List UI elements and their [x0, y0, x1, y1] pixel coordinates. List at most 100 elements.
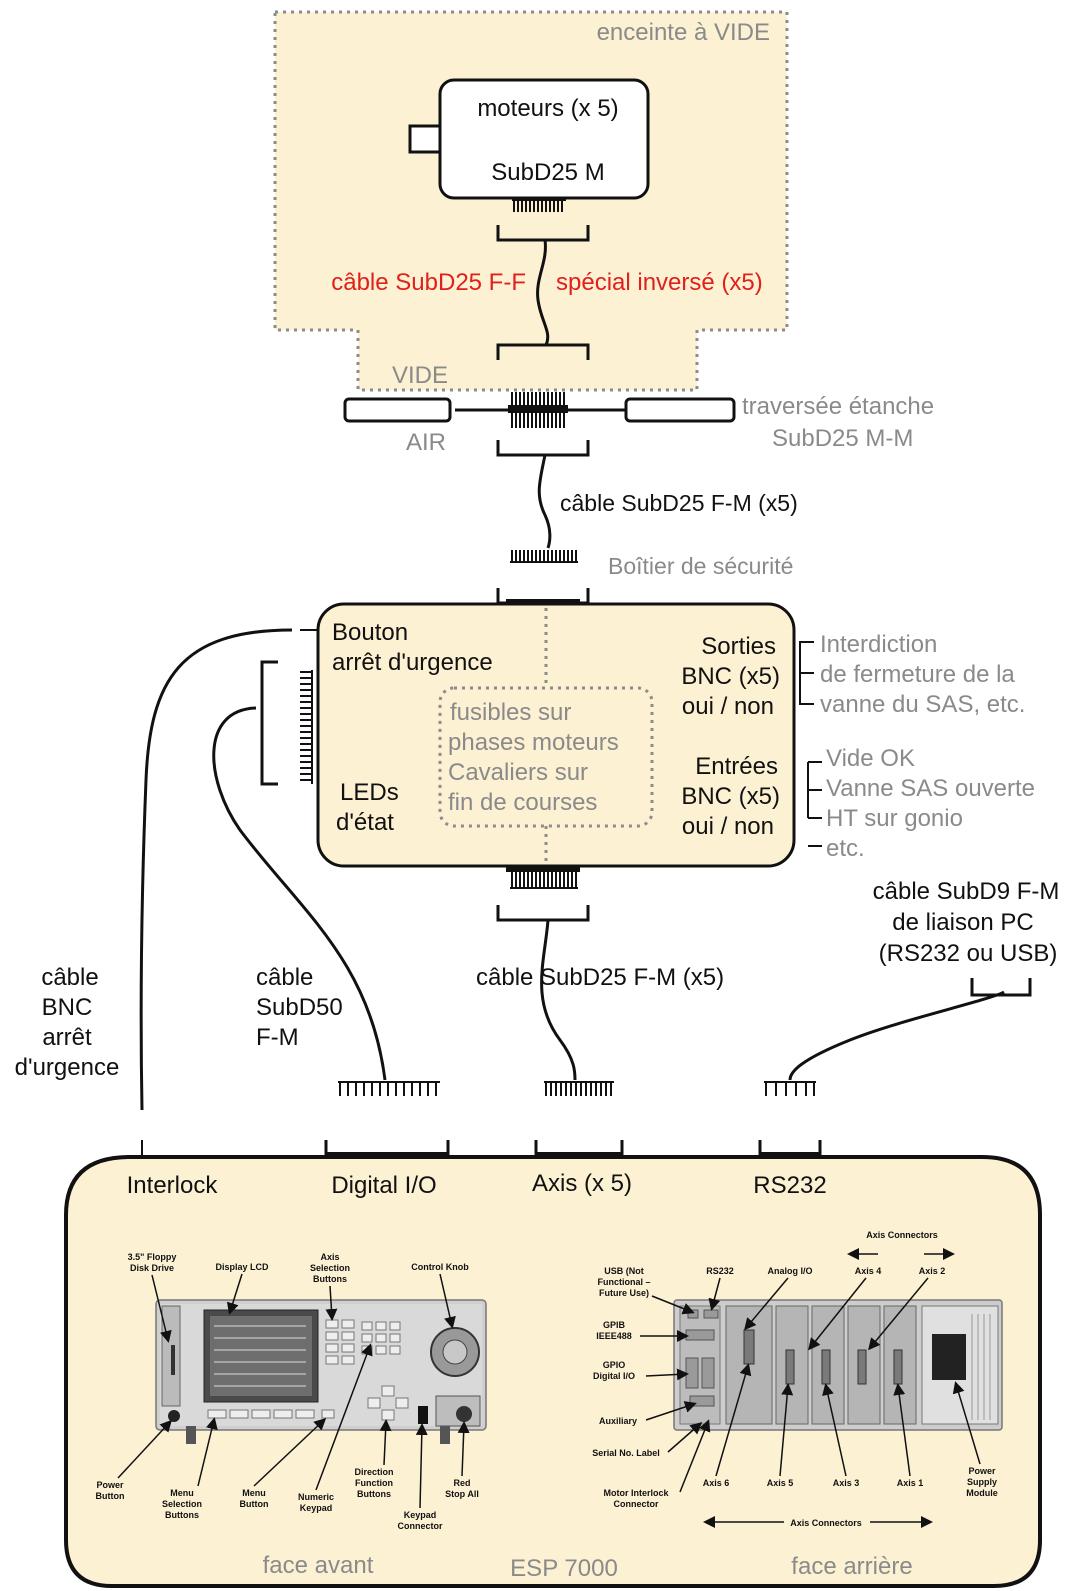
feedthrough: VIDE AIR traversée étanche SubD25 M-M — [343, 362, 934, 457]
rear-power-2: Supply — [967, 1477, 997, 1487]
safety-box-title: Boîtier de sécurité — [608, 553, 793, 579]
power-button — [168, 1410, 180, 1422]
fuses-line-2: phases moteurs — [448, 729, 619, 756]
outputs-desc-3: vanne du SAS, etc. — [820, 691, 1025, 718]
callout-menu-sel-2: Selection — [162, 1499, 202, 1509]
rear-usb-1: USB (Not — [604, 1266, 644, 1276]
controller-panel: Interlock Digital I/O Axis (x 5) RS232 f… — [64, 1140, 1042, 1588]
chamber-title: enceinte à VIDE — [597, 19, 770, 46]
subd50-label-3: F-M — [256, 1024, 299, 1051]
callout-floppy-1: 3.5" Floppy — [128, 1252, 177, 1262]
rear-auxiliary: Auxiliary — [599, 1416, 637, 1426]
rear-analog: Analog I/O — [768, 1266, 813, 1276]
rear-power-3: Module — [966, 1488, 998, 1498]
safety-bottom-socket — [496, 905, 590, 922]
model-label: ESP 7000 — [510, 1555, 618, 1582]
callout-menu-btn-2: Button — [240, 1499, 269, 1509]
feedthrough-label-2: SubD25 M-M — [772, 425, 913, 452]
motor-connector-label: SubD25 M — [491, 159, 604, 186]
port-axis: Axis (x 5) — [532, 1170, 632, 1197]
bnc-label-4: d'urgence — [15, 1054, 120, 1081]
port-rs232: RS232 — [753, 1172, 826, 1199]
cable-subd25-bottom — [540, 919, 577, 1081]
rear-axis3: Axis 3 — [833, 1478, 860, 1488]
front-callouts: 3.5" Floppy Disk Drive Display LCD Axis … — [96, 1252, 479, 1531]
leds-label-1: LEDs — [340, 779, 399, 806]
safety-bottom-pins — [506, 866, 580, 889]
motor-shaft — [408, 124, 442, 154]
inputs-bracket — [807, 761, 822, 847]
inputs-line-1: Entrées — [695, 753, 778, 780]
rear-rs232: RS232 — [706, 1266, 734, 1276]
keypad-connector — [418, 1406, 428, 1424]
rear-gpib-1: GPIB — [603, 1320, 626, 1330]
outputs-bracket — [799, 641, 814, 705]
subd50-label-2: SubD50 — [256, 994, 343, 1021]
rear-gpio-1: GPIO — [603, 1360, 626, 1370]
flange-right — [624, 397, 736, 423]
subd9-label-2: de liaison PC — [892, 909, 1033, 936]
flange-left — [343, 397, 452, 423]
front-label: face avant — [263, 1552, 374, 1579]
callout-keypad-1: Keypad — [404, 1510, 437, 1520]
rear-label: face arrière — [791, 1553, 912, 1580]
callout-keypad-2: Connector — [398, 1521, 443, 1531]
callout-power-2: Button — [96, 1491, 125, 1501]
callout-numeric-1: Numeric — [298, 1492, 334, 1502]
button-label-2: arrêt d'urgence — [332, 649, 493, 676]
controller-outline — [64, 1155, 1042, 1588]
feedthrough-body — [508, 405, 568, 413]
cable-fm-top-label: câble SubD25 F-M (x5) — [560, 490, 798, 516]
vide-label: VIDE — [392, 362, 448, 389]
inputs-line-3: oui / non — [682, 813, 774, 840]
menu-button — [321, 1409, 335, 1419]
axis-selection-buttons — [325, 1319, 355, 1365]
rear-axis-connectors-top: Axis Connectors — [866, 1230, 938, 1240]
feedthrough-label-1: traversée étanche — [742, 393, 934, 420]
bnc-label-3: arrêt — [42, 1024, 92, 1051]
stop-all-button — [456, 1406, 472, 1422]
vacuum-chamber: enceinte à VIDE moteurs (x 5) SubD25 M c… — [273, 10, 789, 392]
callout-menu-sel-1: Menu — [170, 1488, 194, 1498]
rear-axis2: Axis 2 — [919, 1266, 946, 1276]
air-label: AIR — [406, 429, 446, 456]
fuses-line-4: fin de courses — [448, 789, 597, 816]
callout-menu-sel-3: Buttons — [165, 1510, 199, 1520]
front-panel-photo — [155, 1299, 487, 1444]
rear-usb-2: Functional – — [597, 1277, 650, 1287]
motor-subd-pins — [512, 199, 566, 212]
subd50-label-1: câble — [256, 964, 313, 991]
subd-female-air — [496, 440, 590, 457]
rear-gpio-2: Digital I/O — [593, 1371, 635, 1381]
rear-callouts: Axis Connectors USB (Not Functional – Fu… — [592, 1230, 998, 1528]
callout-knob: Control Knob — [411, 1262, 469, 1272]
power-inlet — [932, 1334, 966, 1380]
rs232-plug — [764, 1081, 816, 1096]
callout-menu-btn-1: Menu — [242, 1488, 266, 1498]
port-digital-io: Digital I/O — [331, 1172, 436, 1199]
cable-subd50 — [212, 706, 387, 1081]
cable-ff-label: câble SubD25 F-F — [331, 269, 526, 296]
subd-female-bottom — [496, 343, 590, 360]
rear-axis4: Axis 4 — [855, 1266, 882, 1276]
callout-axis-sel-1: Axis — [320, 1252, 339, 1262]
outputs-line-3: oui / non — [682, 693, 774, 720]
port-interlock: Interlock — [127, 1172, 219, 1199]
rear-serial: Serial No. Label — [592, 1448, 660, 1458]
motors-label: moteurs (x 5) — [477, 95, 618, 122]
subd9-socket — [970, 978, 1032, 997]
axis-plug — [544, 1081, 614, 1096]
callout-direction-2: Function — [355, 1478, 393, 1488]
callout-direction-1: Direction — [354, 1467, 393, 1477]
safety-left-pins — [300, 670, 313, 784]
callout-direction-3: Buttons — [357, 1489, 391, 1499]
inputs-desc-3: HT sur gonio — [826, 805, 963, 832]
rear-usb-3: Future Use) — [599, 1288, 649, 1298]
safety-box: Bouton arrêt d'urgence LEDs d'état fusib… — [260, 602, 1035, 922]
cable-subd9 — [788, 990, 1005, 1081]
inputs-desc-1: Vide OK — [826, 745, 915, 772]
cable-bnc — [139, 628, 293, 1111]
menu-selection-buttons — [207, 1409, 315, 1419]
subd25-bottom-label: câble SubD25 F-M (x5) — [476, 964, 724, 991]
